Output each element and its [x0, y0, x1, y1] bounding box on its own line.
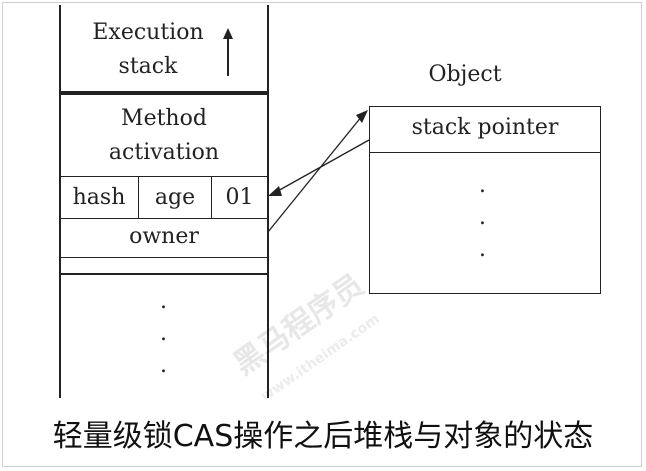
- object-dot-2: .: [479, 205, 486, 230]
- diagram-frame: [2, 2, 642, 467]
- owner-to-object-arrow: [267, 115, 363, 233]
- age-cell: age: [154, 185, 196, 210]
- method-label-line1: Method: [121, 106, 207, 131]
- lock-row-top: [59, 176, 269, 177]
- execution-label-line1: Execution: [92, 20, 204, 45]
- execution-stack-label: Execution stack: [60, 16, 236, 84]
- lock-bits-cell: 01: [225, 185, 254, 210]
- object-dot-3: .: [479, 237, 486, 262]
- lock-row-bottom: [59, 218, 269, 219]
- method-label-line2: activation: [108, 140, 220, 165]
- age-bits-divider: [211, 176, 212, 218]
- stack-arrowhead-icon: [268, 186, 282, 196]
- stack-dot-3: .: [160, 353, 167, 378]
- diagram-caption: 轻量级锁CAS操作之后堆栈与对象的状态: [52, 419, 594, 454]
- stack-dot-1: .: [160, 289, 167, 314]
- arrow-up-icon: [223, 28, 233, 76]
- object-header-divider: [369, 152, 601, 153]
- hash-cell: hash: [72, 185, 126, 210]
- stack-thick-divider: [59, 91, 269, 95]
- stackpointer-to-lock-arrow: [275, 139, 370, 193]
- stack-right-edge: [267, 5, 269, 398]
- method-activation-label: Method activation: [60, 102, 268, 170]
- owner-arrowhead-icon: [356, 110, 368, 123]
- stack-lower-divider: [59, 273, 269, 275]
- owner-cell: owner: [129, 224, 199, 249]
- object-box: [369, 106, 601, 294]
- stack-left-edge: [59, 5, 61, 398]
- stack-pointer-cell: stack pointer: [411, 115, 559, 140]
- owner-bottom: [59, 257, 269, 258]
- execution-label-line2: stack: [118, 54, 178, 79]
- object-title: Object: [428, 62, 502, 87]
- stack-dot-2: .: [160, 321, 167, 346]
- object-dot-1: .: [479, 173, 486, 198]
- hash-age-divider: [138, 176, 139, 218]
